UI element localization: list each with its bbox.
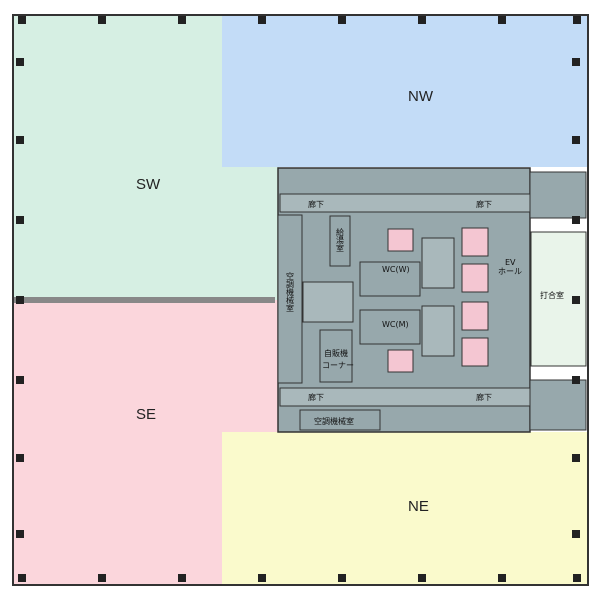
column-26: [16, 454, 24, 462]
hvac-room-left[interactable]: [277, 214, 303, 384]
column-11: [418, 574, 426, 582]
stair-top: [421, 237, 455, 289]
column-19: [572, 136, 580, 144]
column-17: [572, 58, 580, 66]
elevator-3: [461, 301, 489, 331]
kitchenette-label: 給湯室: [336, 227, 345, 252]
column-20: [16, 216, 24, 224]
hvac-room-bottom-label: 空調機械室: [314, 416, 354, 426]
storage-left: [302, 281, 354, 323]
corridor-top-right-label: 廊下: [476, 199, 492, 209]
column-10: [418, 16, 426, 24]
column-0: [18, 16, 26, 24]
stair-bottom: [421, 305, 455, 357]
column-29: [572, 530, 580, 538]
wc-men[interactable]: [359, 309, 421, 345]
zone-nw-label: NW: [408, 88, 434, 105]
elevator-2: [461, 263, 489, 293]
zone-ne[interactable]: [222, 432, 588, 585]
elevator-small-bottom: [387, 349, 414, 373]
column-4: [178, 16, 186, 24]
column-23: [572, 296, 580, 304]
column-6: [258, 16, 266, 24]
column-15: [573, 574, 581, 582]
vending-bottom-label: コーナー: [322, 361, 354, 370]
column-8: [338, 16, 346, 24]
column-12: [498, 16, 506, 24]
column-25: [572, 376, 580, 384]
kitchenette[interactable]: [329, 215, 351, 267]
ev-hall-top-label: EV: [505, 258, 516, 267]
column-21: [572, 216, 580, 224]
column-7: [258, 574, 266, 582]
core-right-strip-top: [529, 171, 587, 219]
column-3: [98, 574, 106, 582]
elevator-1: [461, 227, 489, 257]
zone-ne-label: NE: [408, 498, 429, 515]
corridor-bottom-label: 廊下: [308, 392, 324, 402]
zone-divider-band: [13, 297, 275, 303]
hvac-room-left-label: 空調機械室: [286, 271, 295, 312]
column-2: [98, 16, 106, 24]
column-28: [16, 530, 24, 538]
corridor-bottom: [279, 387, 531, 407]
column-9: [338, 574, 346, 582]
corridor-bottom-right-label: 廊下: [476, 392, 492, 402]
core-right-strip-bottom: [529, 379, 587, 431]
meeting-room-label: 打合室: [540, 290, 564, 300]
zone-sw-label: SW: [136, 176, 161, 193]
column-5: [178, 574, 186, 582]
hvac-room-bottom[interactable]: [299, 409, 381, 431]
elevator-4: [461, 337, 489, 367]
building-outline: [12, 14, 589, 586]
column-24: [16, 376, 24, 384]
corridor-top-label: 廊下: [308, 199, 324, 209]
wc-women[interactable]: [359, 261, 421, 297]
vending-corner[interactable]: [319, 329, 353, 383]
column-16: [16, 58, 24, 66]
column-27: [572, 454, 580, 462]
column-14: [573, 16, 581, 24]
elevator-small-top: [387, 228, 414, 252]
wc-men-label: WC(M): [382, 320, 409, 329]
wc-women-label: WC(W): [382, 265, 410, 274]
column-1: [18, 574, 26, 582]
corridor-top: [279, 193, 531, 213]
ev-hall-bottom-label: ホール: [498, 267, 522, 276]
zone-se-label: SE: [136, 406, 156, 423]
column-13: [498, 574, 506, 582]
zone-nw[interactable]: [222, 15, 588, 167]
vending-top-label: 自販機: [324, 348, 348, 358]
service-core: 廊下 廊下 廊下 廊下 給湯室 WC(W) WC(M) EV ホール 打合室 空…: [277, 167, 587, 433]
structural-columns: [16, 16, 581, 582]
column-18: [16, 136, 24, 144]
column-22: [16, 296, 24, 304]
